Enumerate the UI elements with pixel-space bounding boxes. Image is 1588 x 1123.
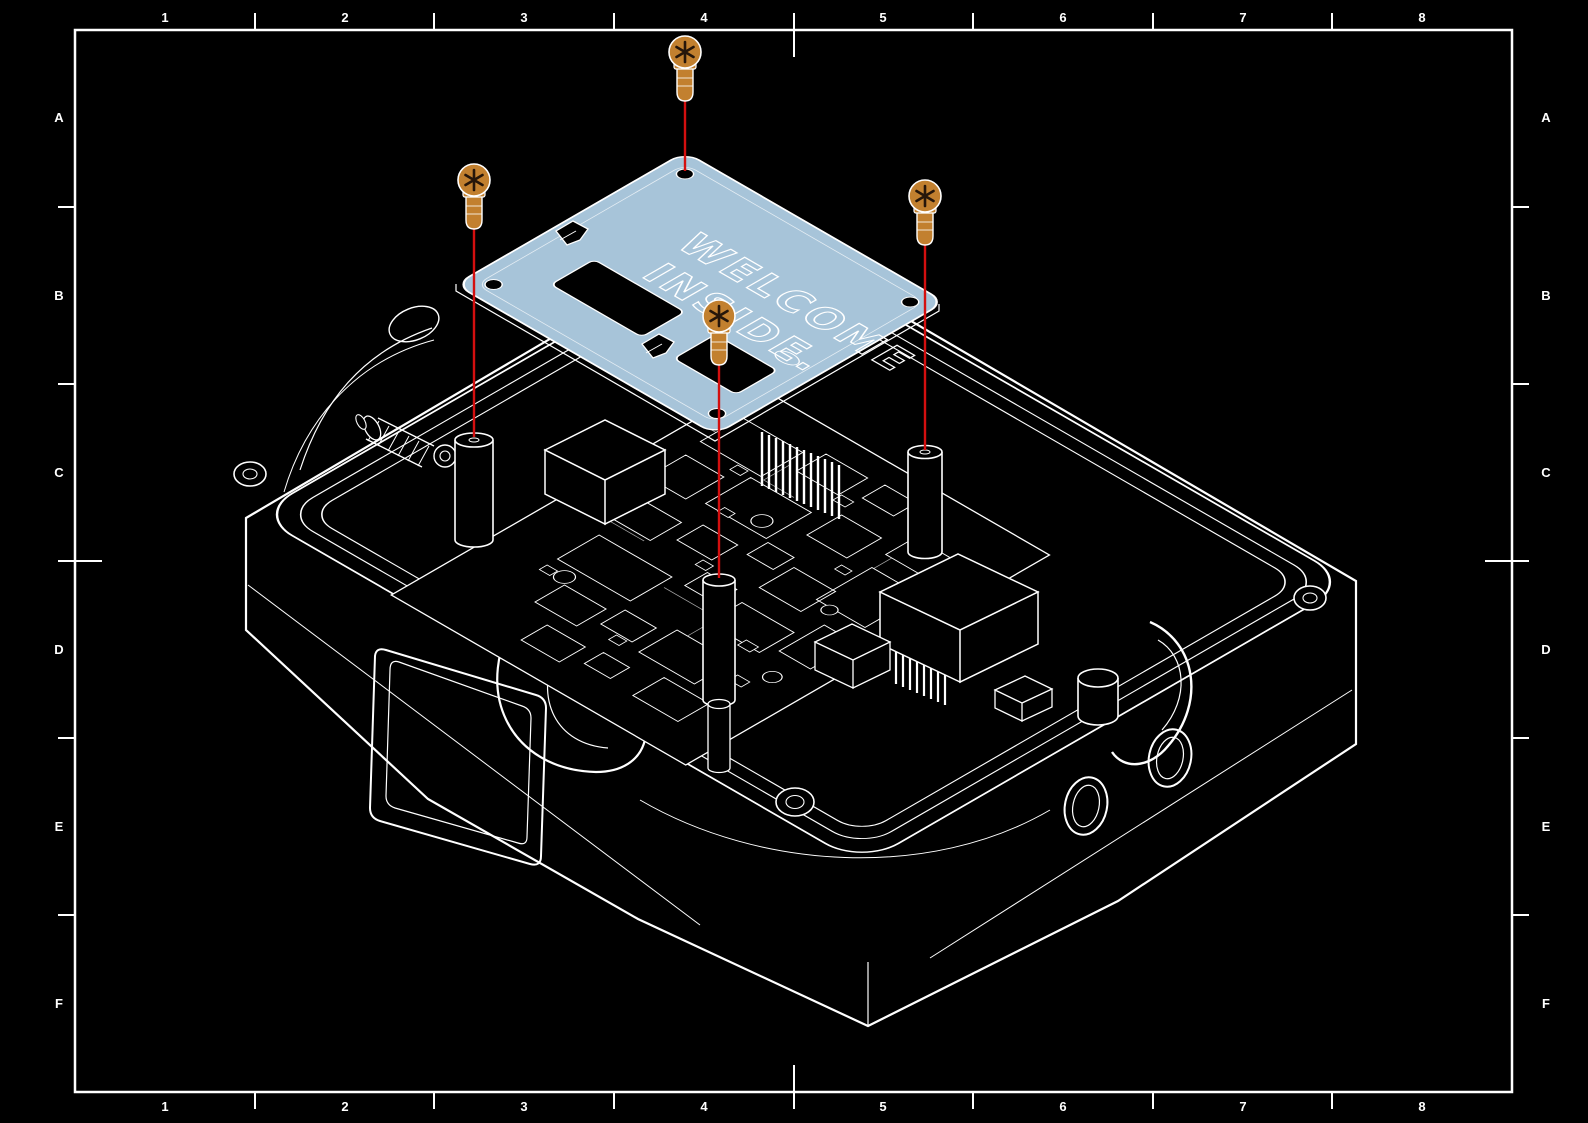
center-marks (75, 30, 1512, 1092)
interior-wall-line (283, 339, 435, 493)
col-label-top: 4 (700, 10, 708, 25)
standoff-mid-lower-top (707, 698, 731, 710)
col-label-top: 8 (1418, 10, 1425, 25)
col-label-top: 5 (879, 10, 886, 25)
interior-wall-line (299, 327, 433, 471)
pcb-round-component (820, 604, 839, 616)
interior-hole (388, 305, 440, 343)
interior-boss-top (1077, 668, 1119, 688)
standoff-left-hole (468, 437, 480, 443)
component-box-small (813, 623, 892, 690)
row-label-left: E (55, 819, 64, 834)
col-label-bottom: 7 (1239, 1099, 1246, 1114)
side-wall-holes (1063, 668, 1193, 836)
row-label-left: C (54, 465, 64, 480)
wall-hole-inner (1071, 784, 1101, 828)
corner-boss-inner (785, 794, 805, 810)
pcb-round-component (761, 670, 783, 684)
latch-clip-line (645, 343, 663, 354)
col-label-bottom: 4 (700, 1099, 708, 1114)
case-seam-right (929, 689, 1353, 959)
zone-labels: 1 2 3 4 5 6 7 8 1 2 3 4 5 6 7 8 A B C D … (54, 10, 1551, 1114)
assembly-drawing: WELCOME INSIDE. (233, 34, 1358, 1028)
row-label-right: B (1541, 288, 1550, 303)
row-label-right: F (1542, 996, 1550, 1011)
coax-connector (355, 414, 457, 468)
pcb-round-component (552, 570, 577, 584)
connector-nut-inner (439, 450, 451, 462)
cover-plate-face (462, 155, 938, 431)
cable-loop-inner (1157, 639, 1182, 731)
col-label-bottom: 8 (1418, 1099, 1425, 1114)
cable-loop (1111, 620, 1193, 766)
interior-back-left (283, 305, 440, 493)
row-label-left: B (54, 288, 63, 303)
standoff-right-body (907, 452, 943, 560)
col-label-top: 3 (520, 10, 527, 25)
col-label-bottom: 5 (879, 1099, 886, 1114)
cover-plate-oval-hole (774, 350, 800, 366)
row-label-left: F (55, 996, 63, 1011)
front-window-inner (385, 660, 532, 845)
cover-plate-cutout (675, 335, 776, 394)
corner-boss-inner (1302, 592, 1318, 604)
standoff-right-hole (919, 449, 931, 455)
cover-plate-inner-line (481, 167, 919, 420)
row-label-right: D (1541, 642, 1550, 657)
row-label-right: E (1542, 819, 1551, 834)
cover-plate-edge (455, 284, 940, 442)
cover-plate-screw-hole (900, 296, 920, 308)
col-label-bottom: 6 (1059, 1099, 1066, 1114)
cover-plate-screw-hole (484, 279, 503, 290)
connector-cap (362, 415, 382, 441)
interior-floor-line (639, 799, 1051, 859)
row-label-right: C (1541, 465, 1551, 480)
col-label-top: 2 (341, 10, 348, 25)
row-label-left: D (54, 642, 63, 657)
corner-bosses (233, 461, 1327, 817)
connector-barrel (365, 417, 435, 468)
connector-box (993, 675, 1054, 723)
wall-hole-outer (1147, 728, 1193, 788)
interior-boss-cylinder (1077, 678, 1119, 726)
component-box-module (878, 553, 1040, 684)
sheet-frame (58, 13, 1529, 1109)
row-label-left: A (54, 110, 64, 125)
col-label-bottom: 2 (341, 1099, 348, 1114)
standoff-mid-body (702, 580, 736, 707)
col-label-top: 6 (1059, 10, 1066, 25)
cover-plate-screw-hole (707, 408, 727, 419)
front-window-outer (368, 648, 548, 866)
pin-header (894, 640, 947, 705)
col-label-top: 1 (161, 10, 168, 25)
guide-lines (472, 100, 927, 578)
pin-header (760, 432, 841, 519)
connector-tip (355, 414, 367, 430)
row-label-right: A (1541, 110, 1551, 125)
standoff-left-body (454, 440, 494, 548)
cover-plate-cutout (552, 260, 683, 336)
case-seam-left (247, 584, 701, 926)
col-label-bottom: 1 (161, 1099, 168, 1114)
latch-clip-line (559, 230, 577, 241)
cover-plate-screw-hole (675, 168, 695, 180)
standoff-mid-lower (707, 704, 731, 774)
pcb-round-component (750, 514, 774, 528)
zone-tick-marks (58, 13, 1529, 1109)
col-label-bottom: 3 (520, 1099, 527, 1114)
corner-boss-inner (242, 468, 258, 480)
component-box-relay (543, 419, 667, 526)
col-label-top: 7 (1239, 10, 1246, 25)
wall-hole-outer (1063, 776, 1109, 836)
